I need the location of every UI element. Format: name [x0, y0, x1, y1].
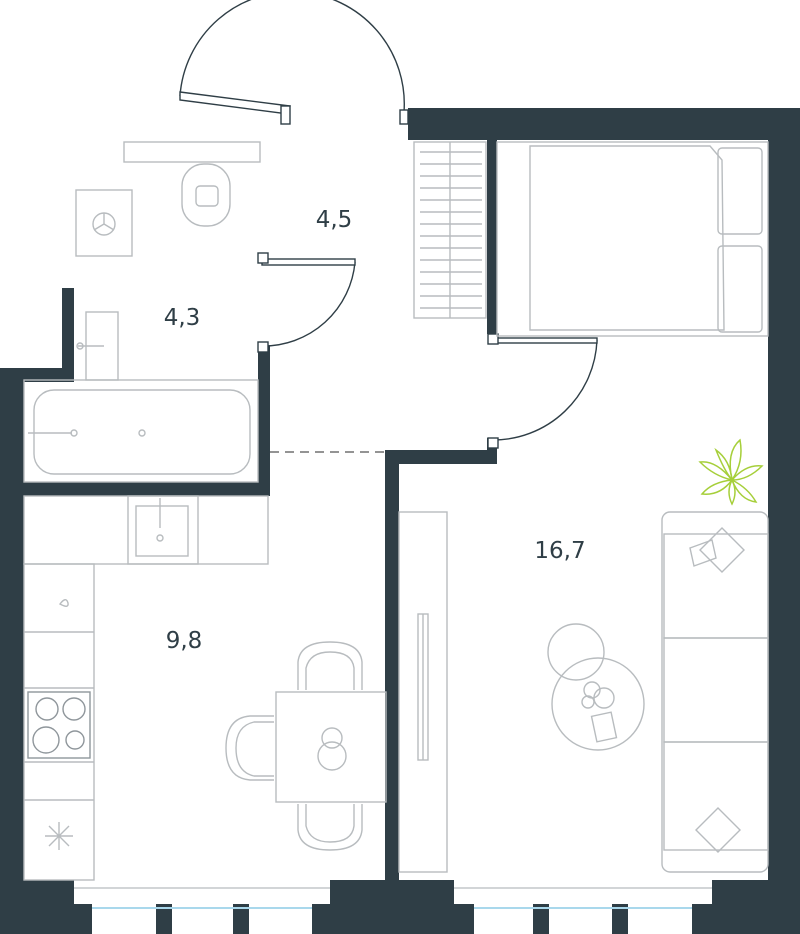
coffee-table-icon: [547, 623, 645, 751]
window-mullion: [612, 904, 628, 934]
toilet-icon: [181, 163, 231, 227]
wall-divider-top: [385, 450, 497, 464]
window-mullion: [312, 904, 330, 934]
wall-bathroom-left-stub: [62, 288, 74, 370]
wall-divider: [385, 450, 399, 880]
tv-unit: [398, 511, 448, 873]
window-mullion: [454, 904, 474, 934]
plant-icon: [698, 438, 764, 506]
kitchen-counter: [23, 495, 269, 881]
washing-machine-icon: [75, 189, 133, 257]
door-icon[interactable]: [487, 333, 598, 449]
fridge-icon: [45, 822, 73, 850]
wall-bottom-mid: [330, 880, 454, 934]
dining-table-icon: [225, 641, 387, 851]
walls: [0, 108, 800, 934]
window-icon: [74, 887, 712, 909]
wall-right: [768, 108, 800, 880]
wardrobe: [413, 141, 487, 319]
wall-top-bedroom: [408, 108, 800, 140]
wardrobe-hangers: [420, 151, 482, 309]
window-mullion: [533, 904, 549, 934]
wall-divider-jamb: [487, 438, 497, 464]
area-label-bedroom: 16,7: [534, 538, 585, 564]
door-icon[interactable]: [179, 0, 409, 125]
sofa-icon: [661, 511, 769, 873]
window-mullion: [692, 904, 712, 934]
wall-bottom-left: [0, 880, 74, 934]
wall-hall-bedroom: [487, 140, 497, 334]
wall-bathroom-right: [258, 346, 270, 494]
wall-bottom-right: [712, 880, 800, 934]
door-icon[interactable]: [257, 252, 356, 353]
area-label-hall: 4,5: [316, 207, 353, 233]
area-label-bathroom: 4,3: [164, 305, 201, 331]
wall-bathroom-bottom: [24, 482, 270, 496]
bed-icon: [496, 141, 769, 337]
window-mullion: [233, 904, 249, 934]
sink-icon: [127, 495, 199, 565]
sink-icon: [76, 311, 119, 381]
shelf: [123, 141, 261, 163]
window-mullion: [74, 904, 92, 934]
window-mullion: [156, 904, 172, 934]
area-label-kitchen: 9,8: [166, 628, 203, 654]
stove-icon: [27, 691, 91, 759]
wall-left: [0, 368, 24, 934]
bathtub-icon: [23, 379, 259, 483]
